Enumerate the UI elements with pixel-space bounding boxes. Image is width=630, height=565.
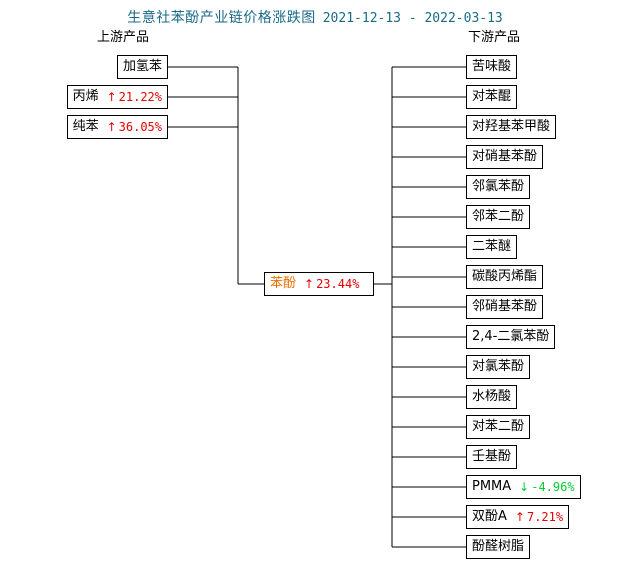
upstream-node-2[interactable]: 纯苯 ↑36.05% (66, 115, 168, 139)
downstream-node-1[interactable]: 对苯醌 (466, 85, 518, 109)
node-change-value: 23.44% (316, 277, 360, 291)
node-change: ↑23.44% (304, 273, 359, 295)
column-header-upstream: 上游产品 (97, 30, 150, 45)
node-label: 碳酸丙烯酯 (472, 269, 538, 284)
center-node-phenol[interactable]: 苯酚 ↑23.44% (264, 272, 374, 296)
up-arrow-icon: ↑ (304, 277, 315, 291)
node-label: 邻氯苯酚 (472, 179, 525, 194)
node-label: 对苯醌 (472, 89, 512, 104)
node-label: 双酚A (472, 509, 507, 524)
downstream-node-0[interactable]: 苦味酸 (466, 55, 518, 79)
downstream-node-3[interactable]: 对硝基苯酚 (466, 145, 544, 169)
up-arrow-icon: ↑ (106, 90, 117, 104)
node-label: 丙烯 (72, 89, 99, 104)
downstream-node-7[interactable]: 碳酸丙烯酯 (466, 265, 544, 289)
node-label: 对羟基苯甲酸 (472, 119, 551, 134)
downstream-node-10[interactable]: 对氯苯酚 (466, 355, 531, 379)
node-change: ↑36.05% (107, 116, 162, 138)
node-label: 2,4-二氯苯酚 (472, 329, 550, 344)
node-label: 邻硝基苯酚 (472, 299, 538, 314)
downstream-node-8[interactable]: 邻硝基苯酚 (466, 295, 544, 319)
downstream-node-4[interactable]: 邻氯苯酚 (466, 175, 531, 199)
node-change: ↑21.22% (107, 86, 162, 108)
downstream-node-5[interactable]: 邻苯二酚 (466, 205, 531, 229)
upstream-node-0[interactable]: 加氢苯 (116, 55, 168, 79)
column-header-downstream: 下游产品 (468, 30, 521, 45)
downstream-node-6[interactable]: 二苯醚 (466, 235, 518, 259)
node-label: 纯苯 (72, 119, 99, 134)
chart-date-range: 2021-12-13 - 2022-03-13 (322, 11, 503, 26)
node-change-value: 36.05% (118, 120, 162, 134)
node-label: 苯酚 (270, 276, 297, 291)
node-change-value: 21.22% (118, 90, 162, 104)
downstream-node-2[interactable]: 对羟基苯甲酸 (466, 115, 557, 139)
chart-title-text: 生意社苯酚产业链价格涨跌图 (127, 10, 316, 26)
downstream-node-13[interactable]: 壬基酚 (466, 445, 518, 469)
node-change-value: 7.21% (526, 510, 564, 524)
downstream-node-14[interactable]: PMMA ↓-4.96% (466, 475, 581, 499)
node-label: 水杨酸 (472, 389, 512, 404)
downstream-node-11[interactable]: 水杨酸 (466, 385, 518, 409)
node-change: ↓-4.96% (519, 476, 574, 498)
up-arrow-icon: ↑ (106, 120, 117, 134)
downstream-node-9[interactable]: 2,4-二氯苯酚 (466, 325, 556, 349)
downstream-node-12[interactable]: 对苯二酚 (466, 415, 531, 439)
down-arrow-icon: ↓ (519, 480, 530, 494)
downstream-node-15[interactable]: 双酚A ↑7.21% (466, 505, 570, 529)
downstream-node-16[interactable]: 酚醛树脂 (466, 535, 531, 559)
up-arrow-icon: ↑ (514, 510, 525, 524)
node-label: PMMA (472, 479, 512, 494)
node-label: 二苯醚 (472, 239, 512, 254)
node-change-value: -4.96% (531, 480, 575, 494)
node-label: 壬基酚 (472, 449, 512, 464)
upstream-node-1[interactable]: 丙烯 ↑21.22% (66, 85, 168, 109)
node-change: ↑7.21% (515, 506, 563, 528)
node-label: 对苯二酚 (472, 419, 525, 434)
node-label: 对氯苯酚 (472, 359, 525, 374)
chart-title: 生意社苯酚产业链价格涨跌图 2021-12-13 - 2022-03-13 (0, 7, 630, 27)
node-label: 加氢苯 (122, 59, 162, 74)
node-label: 邻苯二酚 (472, 209, 525, 224)
node-label: 对硝基苯酚 (472, 149, 538, 164)
node-label: 苦味酸 (472, 59, 512, 74)
node-label: 酚醛树脂 (472, 539, 525, 554)
